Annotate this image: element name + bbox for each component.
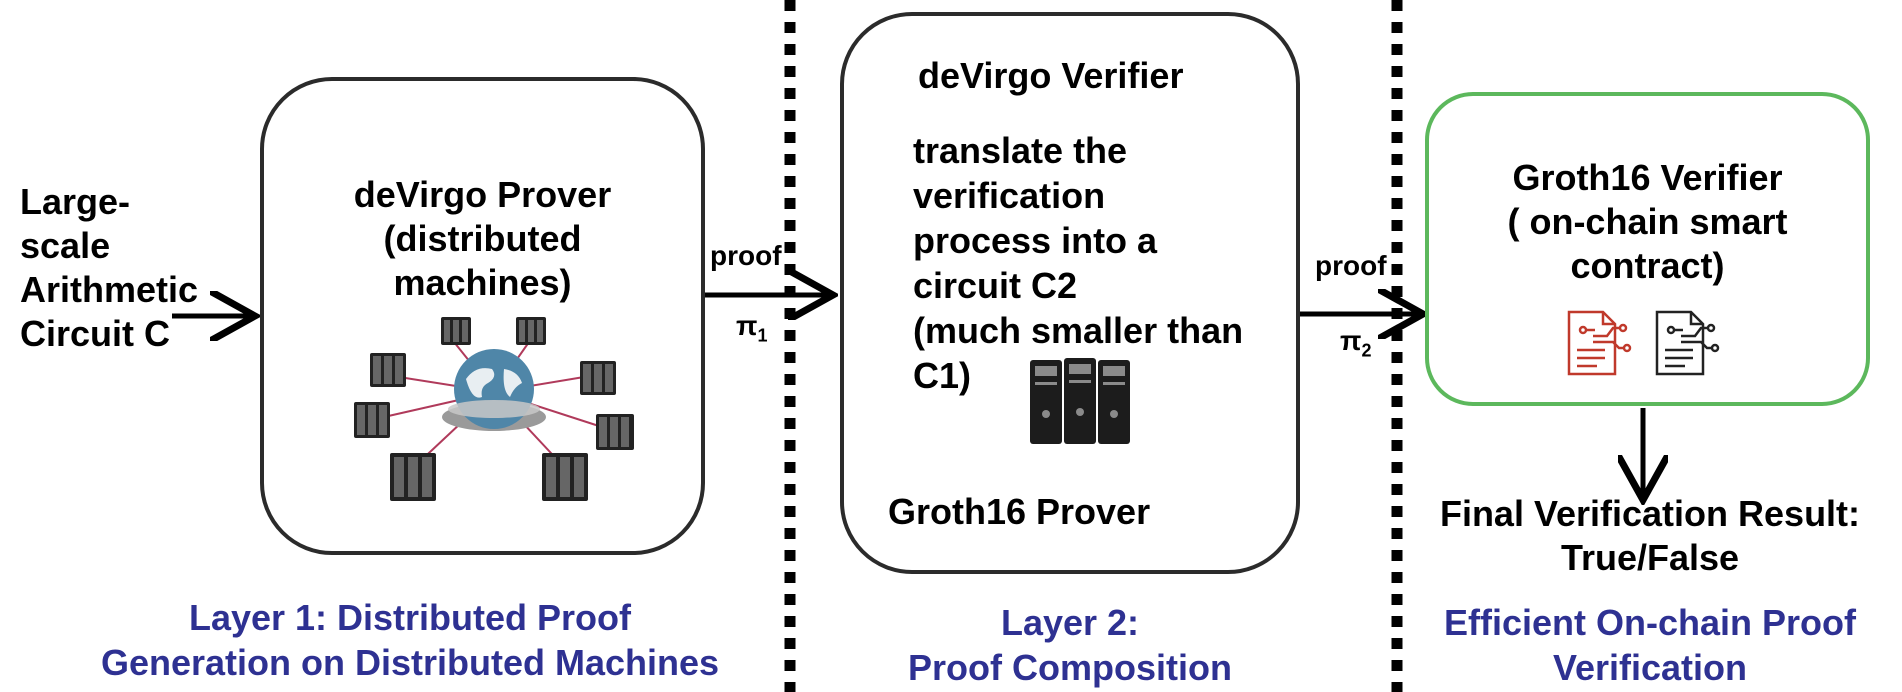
pi-subscript: 1 [757,325,768,346]
smart-contract-red-icon [1567,310,1632,376]
groth16-title-line: Groth16 Verifier [1512,157,1783,198]
smart-contract-black-icon [1655,310,1720,376]
layer-line: Layer 2: [1000,602,1140,643]
prover-title-line: machines) [393,262,572,303]
distributed-servers-globe-icon [354,317,634,501]
verifier-desc-line: verification [913,175,1106,216]
input-line: Large- [20,181,131,222]
groth16-title-line: contract) [1570,245,1725,286]
verifier-desc-line: circuit C2 [913,265,1078,306]
groth16-title-line: ( on-chain smart [1507,201,1788,242]
prover-title-line: (distributed [383,218,582,259]
input-label: Large- scale Arithmetic Circuit C [20,180,220,356]
layer-line: Layer 1: Distributed Proof [188,597,632,638]
verifier-box: deVirgo Verifier translate the verificat… [840,12,1300,574]
pi-subscript: 2 [1361,340,1372,361]
pi-symbol: π [1340,325,1362,356]
input-line: Arithmetic [20,269,199,310]
proof-label-2: proof [1315,250,1387,281]
layer-line: Efficient On-chain Proof [1443,602,1856,643]
prover-title-line: deVirgo Prover [353,174,612,215]
prover-title: deVirgo Prover (distributed machines) [264,173,701,305]
server-rack-icon [1030,358,1130,444]
verifier-desc-line: (much smaller than [913,310,1244,351]
result-line: Final Verification Result: [1439,493,1861,534]
input-line: scale [20,225,111,266]
pi-1-label: π1 [736,310,767,347]
pi-2-label: π2 [1340,325,1371,362]
final-result-label: Final Verification Result: True/False [1405,492,1895,580]
layer-3-label: Efficient On-chain Proof Verification [1410,600,1890,690]
layer-1-label: Layer 1: Distributed Proof Generation on… [60,595,760,685]
layer-line: Verification [1552,647,1748,688]
groth16-verifier-title: Groth16 Verifier ( on-chain smart contra… [1429,156,1866,288]
proof-label-1: proof [710,240,782,271]
layer-2-label: Layer 2: Proof Composition [830,600,1310,690]
layer-line: Generation on Distributed Machines [100,642,720,683]
prover-box: deVirgo Prover (distributed machines) [260,77,705,555]
verifier-title: deVirgo Verifier [918,55,1184,96]
verifier-desc-line: process into a [913,220,1158,261]
groth16-verifier-box: Groth16 Verifier ( on-chain smart contra… [1425,92,1870,406]
verifier-desc-line: C1) [913,355,972,396]
layer-line: Proof Composition [908,647,1232,688]
verifier-description: translate the verification process into … [913,128,1243,398]
groth16-prover-label: Groth16 Prover [888,491,1151,532]
input-line: Circuit C [20,313,171,354]
pi-symbol: π [736,310,758,341]
verifier-desc-line: translate the [913,130,1128,171]
result-line: True/False [1560,537,1740,578]
